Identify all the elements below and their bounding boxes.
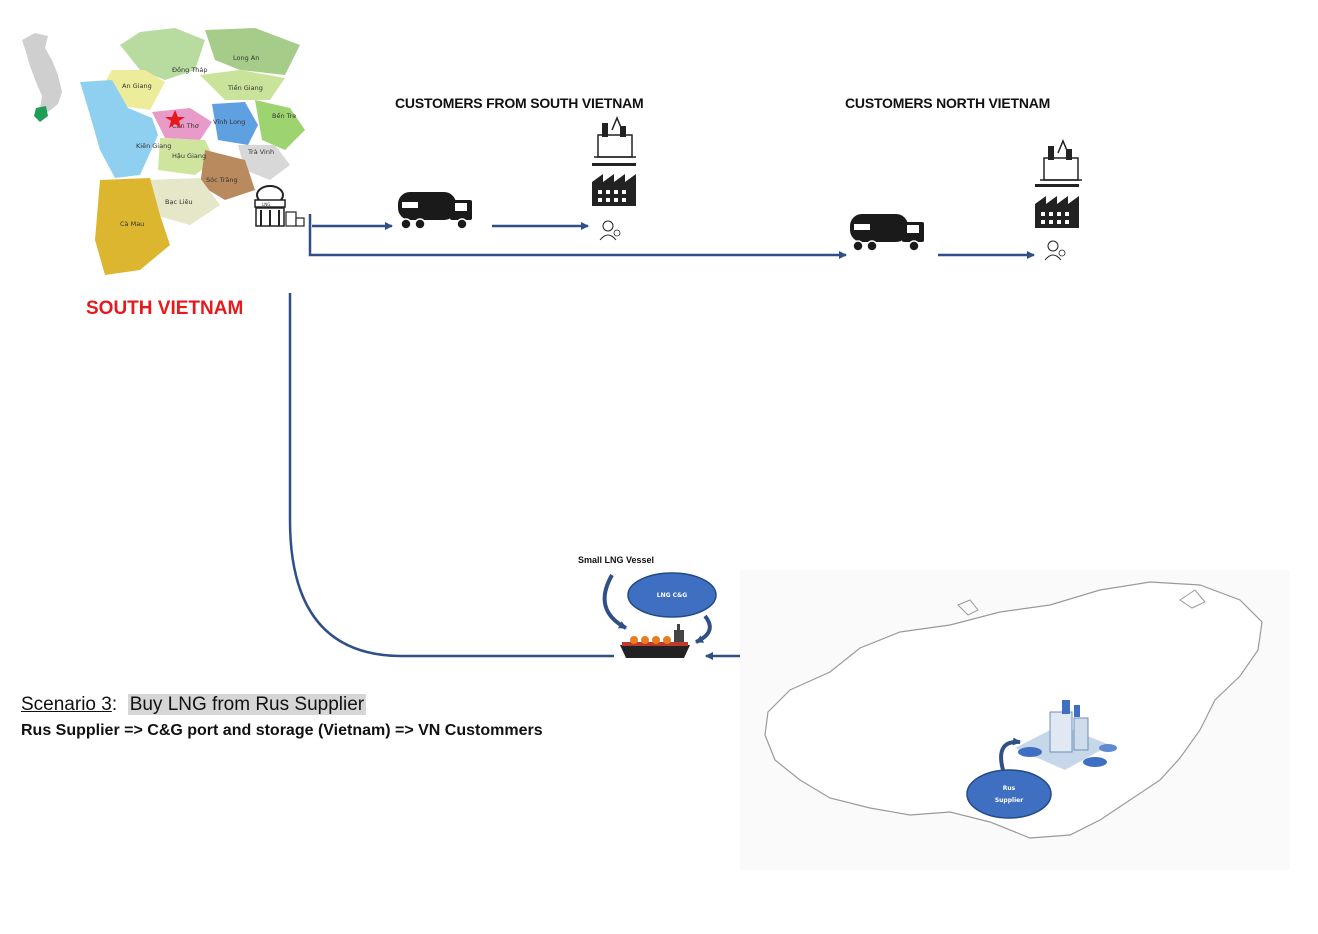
svg-text:Long An: Long An (233, 54, 259, 62)
svg-text:Sóc Trăng: Sóc Trăng (206, 176, 238, 184)
vessel-bubble: LNG C&G (602, 572, 717, 644)
supplier-bubble: Rus Supplier (966, 737, 1052, 819)
scenario-title: Buy LNG from Rus Supplier (127, 694, 367, 715)
factory-icon-south (592, 163, 636, 206)
lng-truck-icon-south (398, 192, 472, 230)
arrow-vessel-to-terminal (288, 293, 614, 658)
customer-person-icon-north (1044, 240, 1066, 261)
vessel-curved-arrow-left (602, 574, 627, 630)
arrow-terminal-to-north-truck (308, 214, 847, 259)
scenario-route: Rus Supplier => C&G port and storage (Vi… (21, 722, 543, 739)
vessel-bubble-text: LNG C&G (657, 592, 687, 599)
svg-text:Hậu Giang: Hậu Giang (172, 152, 206, 160)
svg-text:Vĩnh Long: Vĩnh Long (213, 118, 245, 126)
svg-text:Kiên Giang: Kiên Giang (136, 142, 171, 150)
svg-text:Trà Vinh: Trà Vinh (247, 148, 274, 156)
svg-text:Tiền Giang: Tiền Giang (227, 84, 263, 92)
vietnam-inset-map (22, 33, 62, 122)
power-plant-icon-south (594, 116, 636, 158)
svg-text:Cần Thơ: Cần Thơ (172, 122, 199, 130)
header-customers-north: CUSTOMERS NORTH VIETNAM (845, 95, 1051, 111)
power-plant-icon-north (1040, 139, 1082, 181)
customer-cluster-south (592, 116, 636, 241)
vessel-label: Small LNG Vessel (578, 555, 655, 565)
customer-cluster-north (1035, 139, 1082, 261)
supplier-plant-icon (1015, 700, 1117, 770)
scenario-separator: : (111, 694, 118, 715)
scenario-line: Scenario 3: Buy LNG from Rus Supplier (21, 694, 367, 716)
svg-text:Bến Tre: Bến Tre (272, 112, 296, 120)
region-title: SOUTH VIETNAM (86, 298, 244, 319)
lng-vessel-icon (620, 624, 690, 658)
svg-text:Bạc Liêu: Bạc Liêu (165, 198, 193, 206)
customer-person-icon-south (599, 220, 621, 241)
supplier-bubble-line1: Rus (1003, 785, 1016, 792)
svg-text:LNG: LNG (262, 202, 270, 207)
scenario-prefix: Scenario 3 (21, 694, 112, 715)
header-customers-south: CUSTOMERS FROM SOUTH VIETNAM (395, 95, 644, 111)
south-vietnam-map: An Giang Đồng Tháp Long An Tiền Giang Cầ… (80, 28, 305, 275)
lng-truck-icon-north (850, 214, 924, 252)
factory-icon-north (1035, 184, 1079, 228)
russia-map (740, 570, 1290, 870)
supplier-bubble-line2: Supplier (995, 797, 1023, 804)
svg-text:Cà Mau: Cà Mau (120, 220, 144, 228)
vessel-curved-arrow-right (695, 614, 712, 644)
lng-terminal-icon: LNG (254, 185, 305, 227)
supplier-curved-arrow (999, 737, 1021, 771)
svg-text:An Giang: An Giang (122, 82, 152, 90)
svg-text:Đồng Tháp: Đồng Tháp (172, 66, 208, 74)
